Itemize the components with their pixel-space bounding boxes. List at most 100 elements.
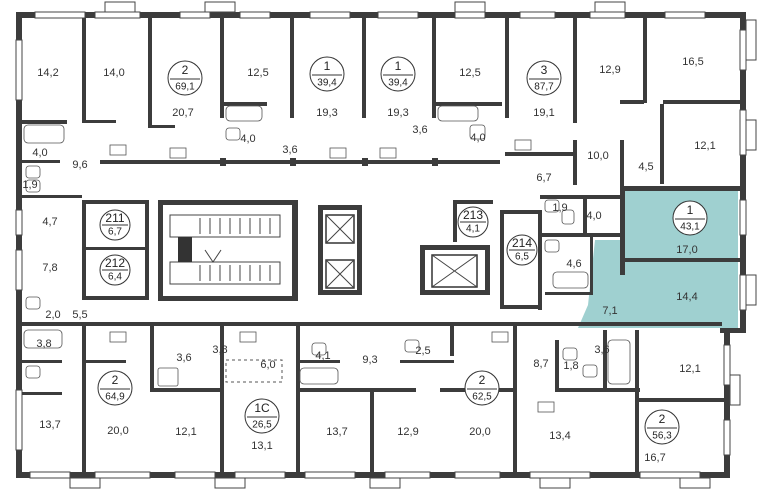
- room-area-label: 12,1: [175, 426, 196, 438]
- room-area-label: 4,6: [566, 258, 581, 270]
- room-area-label: 20,7: [172, 107, 193, 119]
- interior-walls-top: [22, 18, 743, 198]
- apartment-rooms: 2: [182, 63, 189, 77]
- room-area-label: 9,3: [362, 354, 377, 366]
- room-area-label: 12,9: [599, 64, 620, 76]
- room-area-label: 5,5: [72, 309, 87, 321]
- room-area-label: 1,9: [22, 179, 37, 191]
- room-area-label: 1,9: [552, 202, 567, 214]
- room-area-label: 3,6: [594, 344, 609, 356]
- apartment-area: 64,9: [105, 392, 125, 403]
- apartment-rooms: 1: [324, 59, 331, 73]
- apartment-rooms: 1: [687, 203, 694, 217]
- apartment-badge[interactable]: 139,4: [380, 56, 416, 92]
- storage-number: 214: [512, 236, 532, 250]
- room-area-label: 7,1: [602, 305, 617, 317]
- room-area-label: 4,0: [586, 210, 601, 222]
- room-area-label: 14,2: [37, 67, 58, 79]
- room-area-label: 8,7: [533, 358, 548, 370]
- apartment-area: 87,7: [534, 82, 554, 93]
- room-area-label: 3,6: [412, 124, 427, 136]
- interior-walls-right: [540, 190, 740, 295]
- room-area-label: 6,0: [260, 359, 275, 371]
- apartment-badge[interactable]: 143,1: [672, 200, 708, 236]
- apartment-rooms: 1: [395, 59, 402, 73]
- elevator-shafts: [318, 205, 490, 295]
- room-area-label: 12,9: [397, 426, 418, 438]
- room-area-label: 12,5: [247, 67, 268, 79]
- apartment-badge[interactable]: 269,1: [167, 60, 203, 96]
- bathroom-fixtures: [23, 105, 631, 413]
- room-area-label: 19,3: [316, 107, 337, 119]
- right-windows: [723, 19, 757, 456]
- left-windows: [15, 39, 23, 451]
- storage-area: 6,5: [515, 252, 529, 263]
- room-area-label: 16,5: [682, 56, 703, 68]
- apartment-badge[interactable]: 387,7: [526, 60, 562, 96]
- apartment-badge[interactable]: 1С 26,5: [244, 398, 280, 434]
- room-area-label: 12,5: [459, 67, 480, 79]
- room-area-label: 13,7: [326, 426, 347, 438]
- room-area-label: 6,7: [536, 172, 551, 184]
- storage-number: 211: [105, 211, 124, 225]
- storage-area: 4,1: [466, 224, 480, 235]
- room-area-label: 16,7: [644, 452, 665, 464]
- apartment-area: 56,3: [652, 431, 672, 442]
- room-area-label: 10,0: [587, 150, 608, 162]
- room-area-label: 17,0: [676, 244, 697, 256]
- room-area-label: 19,3: [387, 107, 408, 119]
- apartment-badge[interactable]: 139,4: [309, 56, 345, 92]
- room-area-label: 13,7: [39, 419, 60, 431]
- room-area-label: 1,8: [563, 360, 578, 372]
- apartment-badge[interactable]: 256,3: [644, 409, 680, 445]
- storage-number: 213: [463, 208, 483, 222]
- room-area-label: 4,0: [470, 132, 485, 144]
- room-area-label: 9,6: [72, 159, 87, 171]
- room-area-label: 20,0: [107, 425, 128, 437]
- apartment-badge[interactable]: 264,9: [97, 370, 133, 406]
- apartment-rooms: 1С: [254, 401, 270, 415]
- room-area-label: 13,1: [251, 440, 272, 452]
- room-area-label: 20,0: [469, 426, 490, 438]
- apartment-rooms: 3: [541, 63, 548, 77]
- storage-walls: [82, 200, 542, 310]
- room-area-label: 3,6: [176, 352, 191, 364]
- room-area-label: 7,8: [42, 262, 57, 274]
- apartment-badges: 269,1139,4139,4387,7143,1264,91С26,5262,…: [97, 56, 708, 445]
- apartment-area: 62,5: [472, 392, 492, 403]
- room-area-label: 4,0: [240, 133, 255, 145]
- room-area-label: 3,8: [212, 344, 227, 356]
- room-area-label: 4,1: [315, 350, 330, 362]
- apartment-area: 39,4: [388, 78, 408, 89]
- bottom-windows: [29, 471, 711, 489]
- apartment-badge[interactable]: 262,5: [464, 370, 500, 406]
- room-area-label: 12,1: [679, 363, 700, 375]
- room-area-label: 12,1: [694, 140, 715, 152]
- room-area-label: 3,8: [36, 338, 51, 350]
- top-windows: [34, 1, 706, 19]
- room-area-label: 4,0: [32, 147, 47, 159]
- room-area-label: 19,1: [533, 107, 554, 119]
- room-area-label: 3,6: [282, 144, 297, 156]
- storage-number: 212: [105, 256, 125, 270]
- dashed-partition: [225, 359, 283, 383]
- storage-area: 6,4: [108, 272, 122, 283]
- apartment-rooms: 2: [659, 412, 666, 426]
- apartment-area: 26,5: [252, 420, 272, 431]
- room-area-label: 2,0: [45, 309, 60, 321]
- room-area-label: 14,0: [103, 67, 124, 79]
- room-area-label: 4,5: [638, 161, 653, 173]
- room-area-label: 14,4: [676, 291, 697, 303]
- storage-area: 6,7: [108, 227, 122, 238]
- room-area-label: 4,7: [42, 216, 57, 228]
- apartment-rooms: 2: [112, 373, 119, 387]
- apartment-area: 43,1: [680, 222, 700, 233]
- apartment-area: 69,1: [175, 82, 195, 93]
